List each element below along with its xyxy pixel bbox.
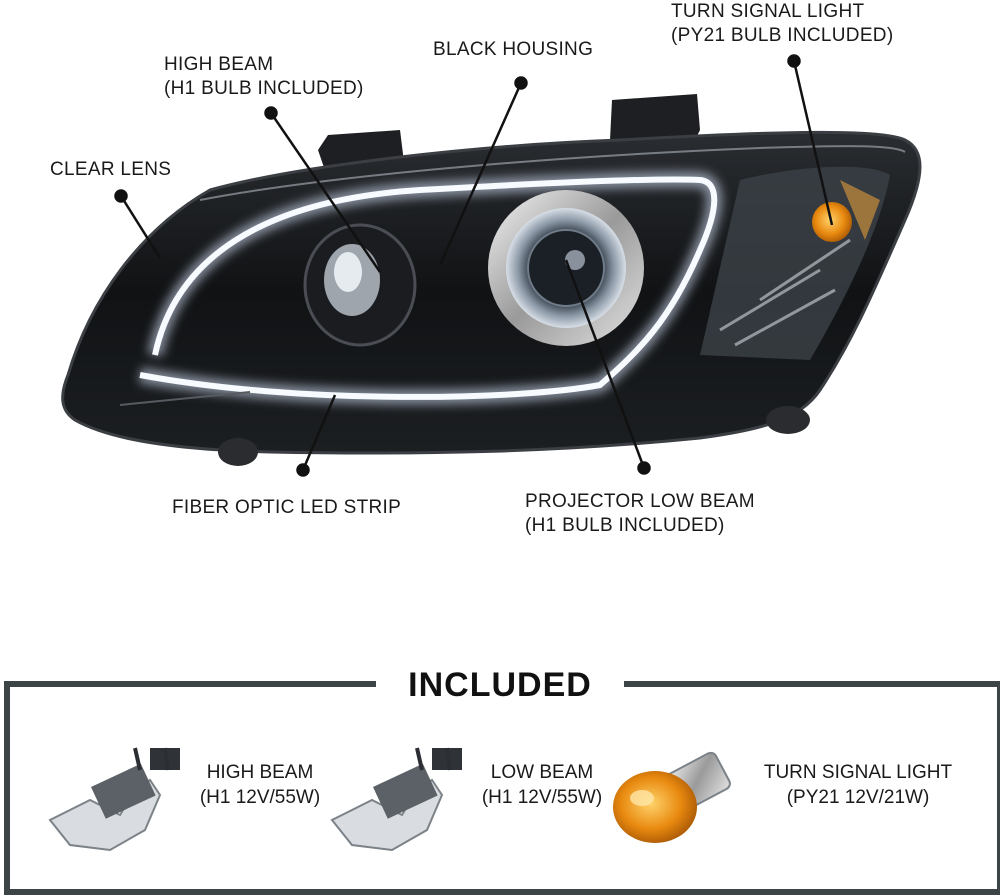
included-item-turn-signal: TURN SIGNAL LIGHT (PY21 12V/21W) xyxy=(748,760,968,810)
included-item-turn-signal-title: TURN SIGNAL LIGHT xyxy=(763,762,953,783)
callout-clear-lens-title: CLEAR LENS xyxy=(50,159,172,180)
callout-turn-signal: TURN SIGNAL LIGHT (PY21 BULB INCLUDED) xyxy=(671,0,893,48)
callout-projector-low-beam-title: PROJECTOR LOW BEAM xyxy=(525,491,755,512)
callout-projector-low-beam: PROJECTOR LOW BEAM (H1 BULB INCLUDED) xyxy=(525,490,755,538)
included-item-low-beam-title: LOW BEAM xyxy=(490,762,594,783)
callout-high-beam-title: HIGH BEAM xyxy=(164,54,274,75)
callout-turn-signal-title: TURN SIGNAL LIGHT xyxy=(671,1,865,22)
included-title: INCLUDED xyxy=(376,660,624,710)
h1-bulb-icon-high-beam xyxy=(48,747,180,852)
py21-bulb-icon xyxy=(613,751,731,843)
callout-high-beam-detail: (H1 BULB INCLUDED) xyxy=(164,78,364,99)
included-item-high-beam-spec: (H1 12V/55W) xyxy=(199,787,321,808)
callout-fiber-optic: FIBER OPTIC LED STRIP xyxy=(172,496,401,520)
callout-turn-signal-detail: (PY21 BULB INCLUDED) xyxy=(671,25,894,46)
callout-black-housing: BLACK HOUSING xyxy=(433,38,593,62)
fiber-optic-led-strip xyxy=(139,176,718,400)
h1-bulb-icon-low-beam xyxy=(330,747,462,852)
included-item-low-beam: LOW BEAM (H1 12V/55W) xyxy=(472,760,612,810)
included-item-low-beam-spec: (H1 12V/55W) xyxy=(481,787,603,808)
included-item-turn-signal-spec: (PY21 12V/21W) xyxy=(786,787,930,808)
callout-black-housing-title: BLACK HOUSING xyxy=(433,39,594,60)
callout-leaders xyxy=(114,54,834,477)
callout-fiber-optic-title: FIBER OPTIC LED STRIP xyxy=(172,497,402,518)
callout-high-beam: HIGH BEAM (H1 BULB INCLUDED) xyxy=(164,53,364,101)
included-item-high-beam: HIGH BEAM (H1 12V/55W) xyxy=(190,760,330,810)
included-item-high-beam-title: HIGH BEAM xyxy=(206,762,314,783)
callout-clear-lens: CLEAR LENS xyxy=(50,158,171,182)
callout-projector-low-beam-detail: (H1 BULB INCLUDED) xyxy=(525,515,725,536)
